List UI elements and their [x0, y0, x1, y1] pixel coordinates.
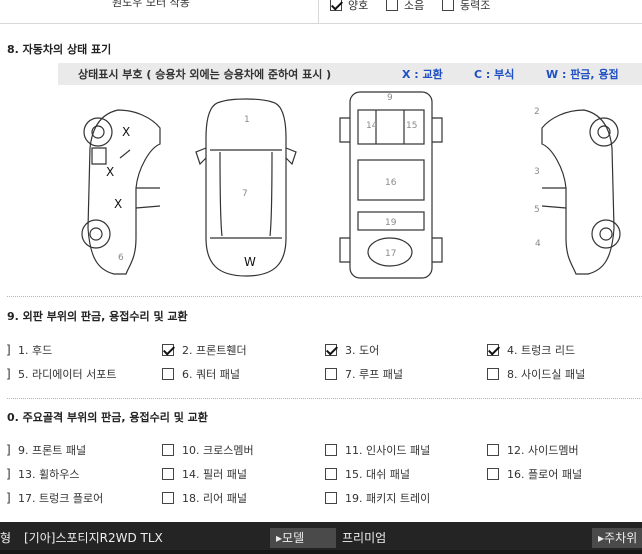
- outer-item-door[interactable]: 3. 도어: [325, 342, 379, 358]
- rear-panel-checkbox[interactable]: [162, 492, 174, 504]
- frame-item-package-tray[interactable]: 19. 패키지 트레이: [325, 490, 430, 506]
- outer-item-front-fender[interactable]: 2. 프론트휀더: [162, 342, 247, 358]
- option-noise-checkbox[interactable]: [386, 0, 398, 11]
- frame-item-pillar-panel[interactable]: 14. 필러 패널: [162, 466, 247, 482]
- part-number-15: 15: [406, 121, 417, 131]
- model-tab[interactable]: ▸모델: [270, 528, 336, 548]
- part-number-9: 9: [387, 93, 393, 103]
- part-number-2: 2: [534, 107, 540, 117]
- option-poor-checkbox[interactable]: [442, 0, 454, 11]
- side-member-checkbox[interactable]: [487, 444, 499, 456]
- section9-title: 9. 외판 부위의 판금, 용접수리 및 교환: [7, 310, 188, 323]
- outer-item-trunk-lid[interactable]: 4. 트렁크 리드: [487, 342, 575, 358]
- mark-x-front-fender: X: [122, 125, 130, 139]
- part-number-4: 4: [535, 239, 541, 249]
- roof-panel-checkbox[interactable]: [325, 368, 337, 380]
- option-good-checkbox[interactable]: [330, 0, 342, 11]
- front-fender-checkbox[interactable]: [162, 344, 174, 356]
- frame-item-front-panel[interactable]: 9. 프론트 패널: [18, 444, 87, 457]
- inside-panel-checkbox[interactable]: [325, 444, 337, 456]
- window-motor-row: 원도우 모터 작동 양호 소음 동력조: [0, 0, 642, 24]
- outer-item-quarter-panel[interactable]: 6. 쿼터 패널: [162, 366, 240, 382]
- side-sill-panel-checkbox[interactable]: [487, 368, 499, 380]
- floor-panel-checkbox[interactable]: [487, 468, 499, 480]
- mark-w-trunk: W: [244, 255, 256, 269]
- parking-tab[interactable]: ▸주차위: [592, 528, 642, 548]
- part-number-1: 1: [244, 115, 250, 125]
- part-number-14: 14: [366, 121, 378, 131]
- option-poor[interactable]: 동력조: [442, 0, 490, 13]
- car-underbody-view: [339, 91, 443, 279]
- part-number-6: 6: [118, 253, 124, 263]
- model-value: 프리미엄: [342, 531, 387, 545]
- frame-item-side-member[interactable]: 12. 사이드멤버: [487, 442, 579, 458]
- cross-member-checkbox[interactable]: [162, 444, 174, 456]
- section10-title: 0. 주요골격 부위의 판금, 용접수리 및 교환: [7, 411, 208, 424]
- part-number-16: 16: [385, 178, 397, 188]
- mark-x-rear-door: X: [114, 197, 122, 211]
- part-number-5: 5: [534, 205, 540, 215]
- part-number-17: 17: [385, 249, 396, 259]
- frame-item-rear-panel[interactable]: 18. 리어 패널: [162, 490, 247, 506]
- door-checkbox[interactable]: [325, 344, 337, 356]
- bar-left-fragment: 형: [0, 531, 12, 545]
- car-left-side-view: [81, 109, 161, 275]
- part-number-3: 3: [534, 167, 540, 177]
- car-right-side-view: [541, 109, 621, 275]
- outer-item-side-sill-panel[interactable]: 8. 사이드실 패널: [487, 366, 585, 382]
- quarter-panel-checkbox[interactable]: [162, 368, 174, 380]
- inspection-document: 원도우 모터 작동 양호 소음 동력조 8. 자동차의 상태 표기 상태표시 부…: [0, 0, 642, 522]
- part-number-7: 7: [242, 189, 248, 199]
- outer-item-radiator-support[interactable]: 5. 라디에이터 서포트: [18, 368, 117, 381]
- pillar-panel-checkbox[interactable]: [162, 468, 174, 480]
- window-motor-label: 원도우 모터 작동: [112, 0, 190, 9]
- legend-w-key: W : 판금, 용접: [546, 68, 619, 81]
- legend-x-key: X : 교환: [402, 68, 443, 81]
- car-name: [기아]스포티지R2WD TLX: [24, 531, 163, 545]
- vehicle-info-bar: 형 [기아]스포티지R2WD TLX ▸모델 프리미엄 ▸주차위: [0, 522, 642, 554]
- frame-item-dash-panel[interactable]: 15. 대쉬 패널: [325, 466, 410, 482]
- outer-item-hood[interactable]: 1. 후드: [18, 344, 53, 357]
- frame-item-wheel-house[interactable]: 13. 휠하우스: [18, 468, 80, 481]
- frame-item-floor-panel[interactable]: 16. 플로어 패널: [487, 466, 582, 482]
- legend-c-key: C : 부식: [474, 68, 515, 81]
- car-front-top-view: [195, 98, 297, 277]
- package-tray-checkbox[interactable]: [325, 492, 337, 504]
- frame-item-cross-member[interactable]: 10. 크로스멤버: [162, 442, 254, 458]
- part-number-19: 19: [385, 218, 397, 228]
- vehicle-diagram[interactable]: 6 1 7 2 3 5 4 16 17 19 9 14 15 X X X W: [60, 88, 642, 284]
- frame-item-inside-panel[interactable]: 11. 인사이드 패널: [325, 442, 430, 458]
- status-legend: 상태표시 부호 ( 승용차 외에는 승용차에 준하여 표시 ) X : 교환 C…: [58, 63, 642, 85]
- section8-title: 8. 자동차의 상태 표기: [7, 43, 112, 56]
- mark-x-front-door: X: [106, 165, 114, 179]
- trunk-lid-checkbox[interactable]: [487, 344, 499, 356]
- frame-item-trunk-floor[interactable]: 17. 트렁크 플로어: [18, 492, 104, 505]
- option-noise[interactable]: 소음: [386, 0, 424, 13]
- dash-panel-checkbox[interactable]: [325, 468, 337, 480]
- legend-description: 상태표시 부호 ( 승용차 외에는 승용차에 준하여 표시 ): [78, 68, 332, 81]
- option-good[interactable]: 양호: [330, 0, 368, 13]
- outer-item-roof-panel[interactable]: 7. 루프 패널: [325, 366, 403, 382]
